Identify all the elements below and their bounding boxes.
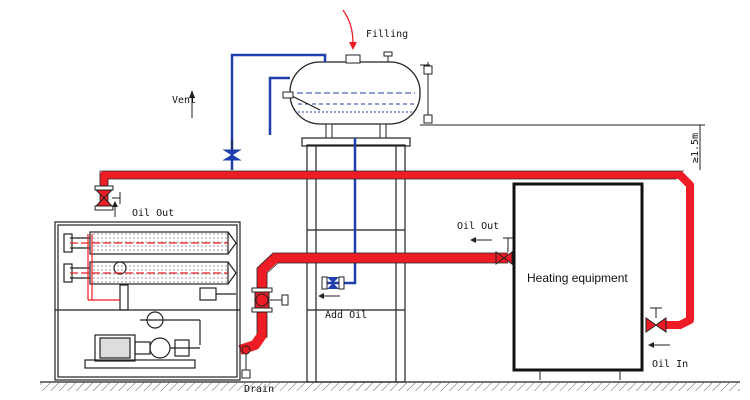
drain-label: Drain bbox=[244, 384, 274, 395]
heating-equipment-box bbox=[512, 182, 644, 380]
oil-out-valve-left bbox=[94, 185, 121, 211]
height-note: ≥1.5m bbox=[690, 133, 701, 163]
oil-in-label: Oil In bbox=[652, 359, 688, 370]
filling-arrow bbox=[342, 9, 357, 50]
vent-valve bbox=[222, 140, 242, 161]
heating-equipment-label: Heating equipment bbox=[527, 271, 628, 285]
support-tower bbox=[301, 137, 411, 383]
add-oil-label: Add Oil bbox=[325, 310, 367, 321]
expansion-tank bbox=[282, 51, 433, 139]
add-oil-pipe bbox=[325, 138, 357, 285]
add-oil-valve bbox=[321, 276, 345, 290]
oil-return-pipe bbox=[238, 253, 508, 355]
heater-skid bbox=[54, 221, 241, 381]
oil-out-main-pipe bbox=[100, 171, 694, 329]
oil-out-left-label: Oil Out bbox=[132, 208, 174, 219]
oil-in-valve bbox=[645, 307, 667, 333]
oil-out-valve-right bbox=[495, 237, 513, 265]
skid-red-lines bbox=[70, 234, 228, 301]
vent-pipe bbox=[230, 53, 327, 170]
ground bbox=[40, 381, 740, 391]
drain-valve bbox=[241, 345, 251, 379]
vent-label: Vent bbox=[172, 95, 196, 106]
filling-label: Filling bbox=[366, 29, 408, 40]
oil-filter bbox=[251, 287, 289, 313]
oil-out-right-label: Oil Out bbox=[457, 221, 499, 232]
height-dimension bbox=[420, 124, 705, 170]
